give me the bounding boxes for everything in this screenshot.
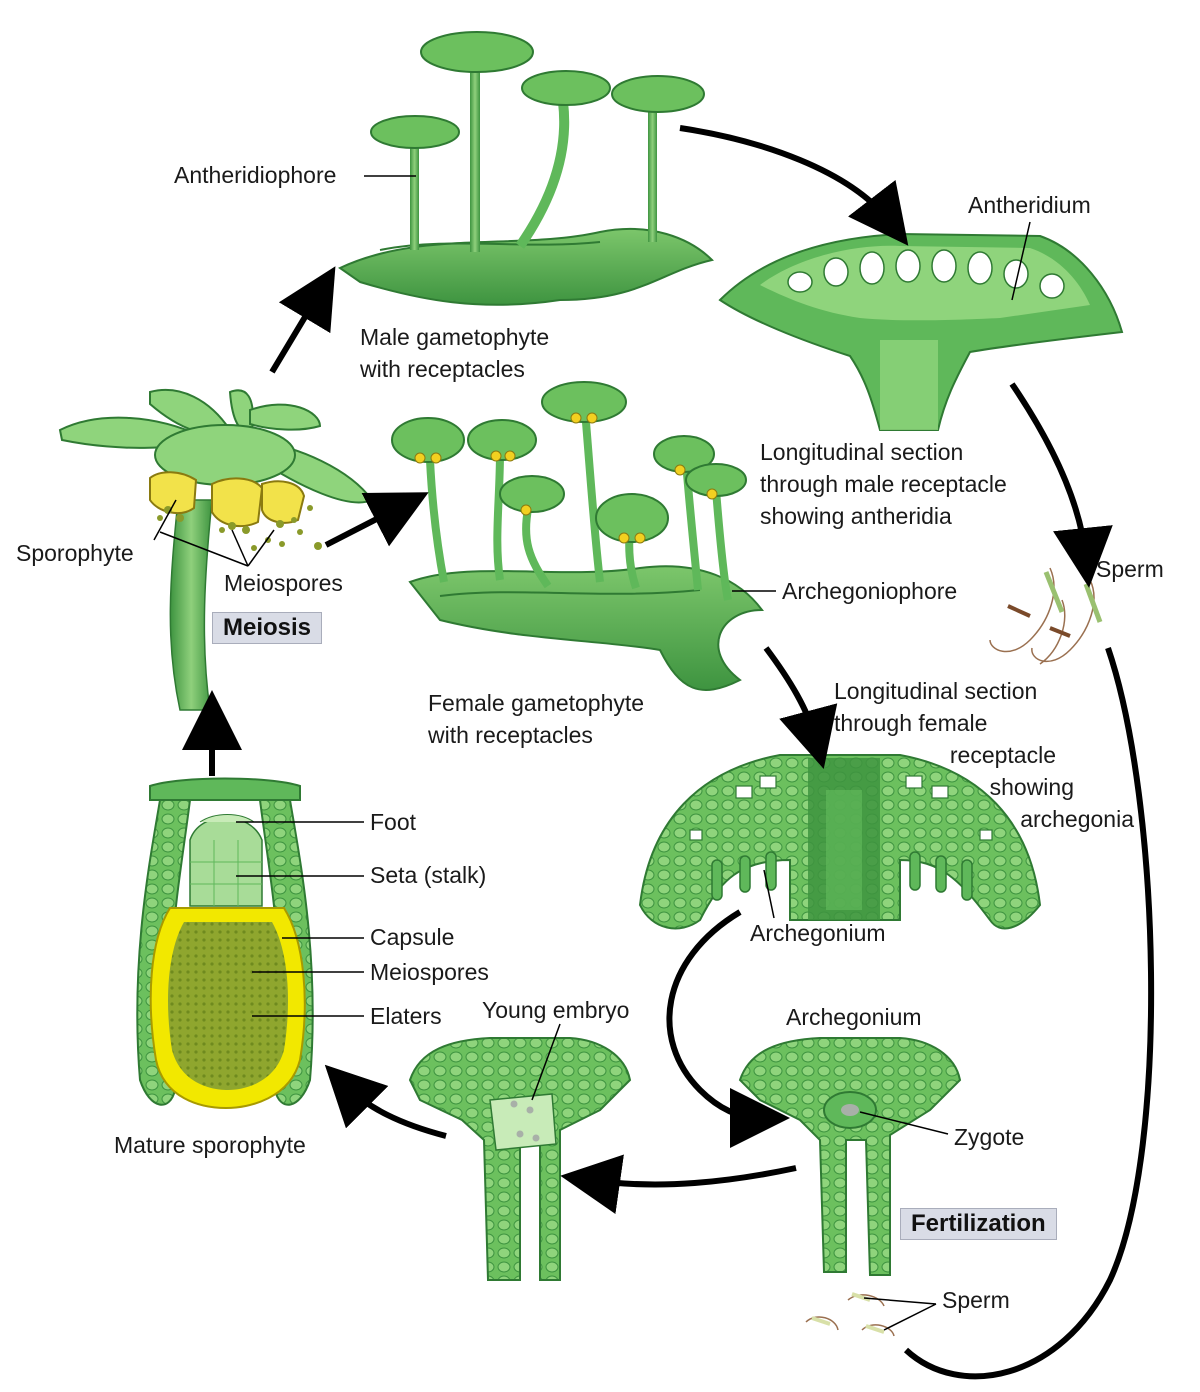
label-female-gametophyte: Female gametophyte with receptacles bbox=[428, 687, 644, 751]
arrow-to-female-section bbox=[763, 646, 838, 769]
label-long-section-female-line-4: showing bbox=[989, 774, 1074, 800]
label-young-embryo: Young embryo bbox=[482, 997, 630, 1023]
label-archegonium-female-section: Archegonium bbox=[750, 920, 886, 946]
label-long-section-female-line-1: Longitudinal section bbox=[834, 678, 1038, 704]
label-elaters: Elaters bbox=[370, 1003, 442, 1029]
label-long-section-male: Longitudinal section through male recept… bbox=[760, 436, 1007, 532]
male-receptacle-section-illustration bbox=[718, 232, 1124, 431]
label-capsule: Capsule bbox=[370, 924, 455, 950]
label-female-gametophyte-line-2: with receptacles bbox=[428, 722, 593, 748]
arrow-sperm-loop bbox=[903, 647, 1155, 1380]
label-long-section-male-line-2: through male receptacle bbox=[760, 471, 1007, 497]
label-archegoniophore: Archegoniophore bbox=[782, 578, 958, 604]
label-antheridium: Antheridium bbox=[968, 192, 1091, 218]
arrow-to-mature-sporophyte bbox=[324, 1064, 447, 1139]
label-long-section-female-line-5: archegonia bbox=[1020, 806, 1134, 832]
arrow-to-male-section bbox=[679, 125, 909, 246]
label-long-section-female: Longitudinal section through female rece… bbox=[834, 675, 1134, 835]
cycle-arrows bbox=[182, 125, 1155, 1380]
sperm-bottom-illustration bbox=[805, 1292, 895, 1337]
label-meiospores-bottom: Meiospores bbox=[370, 959, 489, 985]
label-meiospores-top: Meiospores bbox=[224, 570, 343, 596]
male-gametophyte-illustration bbox=[338, 31, 714, 306]
label-seta: Seta (stalk) bbox=[370, 862, 487, 888]
female-receptacle-section-illustration bbox=[638, 754, 1042, 930]
label-zygote: Zygote bbox=[954, 1124, 1025, 1150]
label-female-gametophyte-line-1: Female gametophyte bbox=[428, 690, 645, 716]
label-archegonium-bottom: Archegonium bbox=[786, 1004, 922, 1030]
label-sporophyte: Sporophyte bbox=[16, 540, 134, 566]
young-embryo-illustration bbox=[408, 1037, 632, 1281]
stage-meiosis: Meiosis bbox=[212, 612, 323, 644]
label-male-gametophyte-line-2: with receptacles bbox=[360, 356, 525, 382]
archegonium-zygote-illustration bbox=[738, 1037, 962, 1276]
label-mature-sporophyte: Mature sporophyte bbox=[114, 1132, 306, 1158]
arrow-to-sperm bbox=[1009, 382, 1113, 588]
label-long-section-male-line-3: showing antheridia bbox=[760, 503, 952, 529]
label-foot: Foot bbox=[370, 809, 417, 835]
sperm-top-illustration bbox=[989, 567, 1103, 665]
stage-fertilization: Fertilization bbox=[900, 1208, 1057, 1240]
label-long-section-female-line-2: through female bbox=[834, 710, 988, 736]
label-sperm-top: Sperm bbox=[1096, 556, 1164, 582]
label-long-section-female-line-3: receptacle bbox=[949, 742, 1056, 768]
label-antheridiophore: Antheridiophore bbox=[174, 162, 337, 188]
label-sperm-bottom: Sperm bbox=[942, 1287, 1010, 1313]
leader-lines bbox=[153, 175, 1031, 1331]
mature-sporophyte-illustration bbox=[136, 777, 314, 1110]
arrow-to-male-gametophyte bbox=[269, 266, 336, 374]
arrow-to-archegonium bbox=[666, 909, 790, 1148]
label-male-gametophyte: Male gametophyte with receptacles bbox=[360, 321, 549, 385]
label-male-gametophyte-line-1: Male gametophyte bbox=[360, 324, 550, 350]
female-gametophyte-illustration bbox=[391, 381, 764, 691]
label-long-section-male-line-1: Longitudinal section bbox=[760, 439, 964, 465]
arrow-to-young-embryo bbox=[560, 1154, 797, 1214]
arrow-to-female-gametophyte bbox=[324, 492, 429, 548]
